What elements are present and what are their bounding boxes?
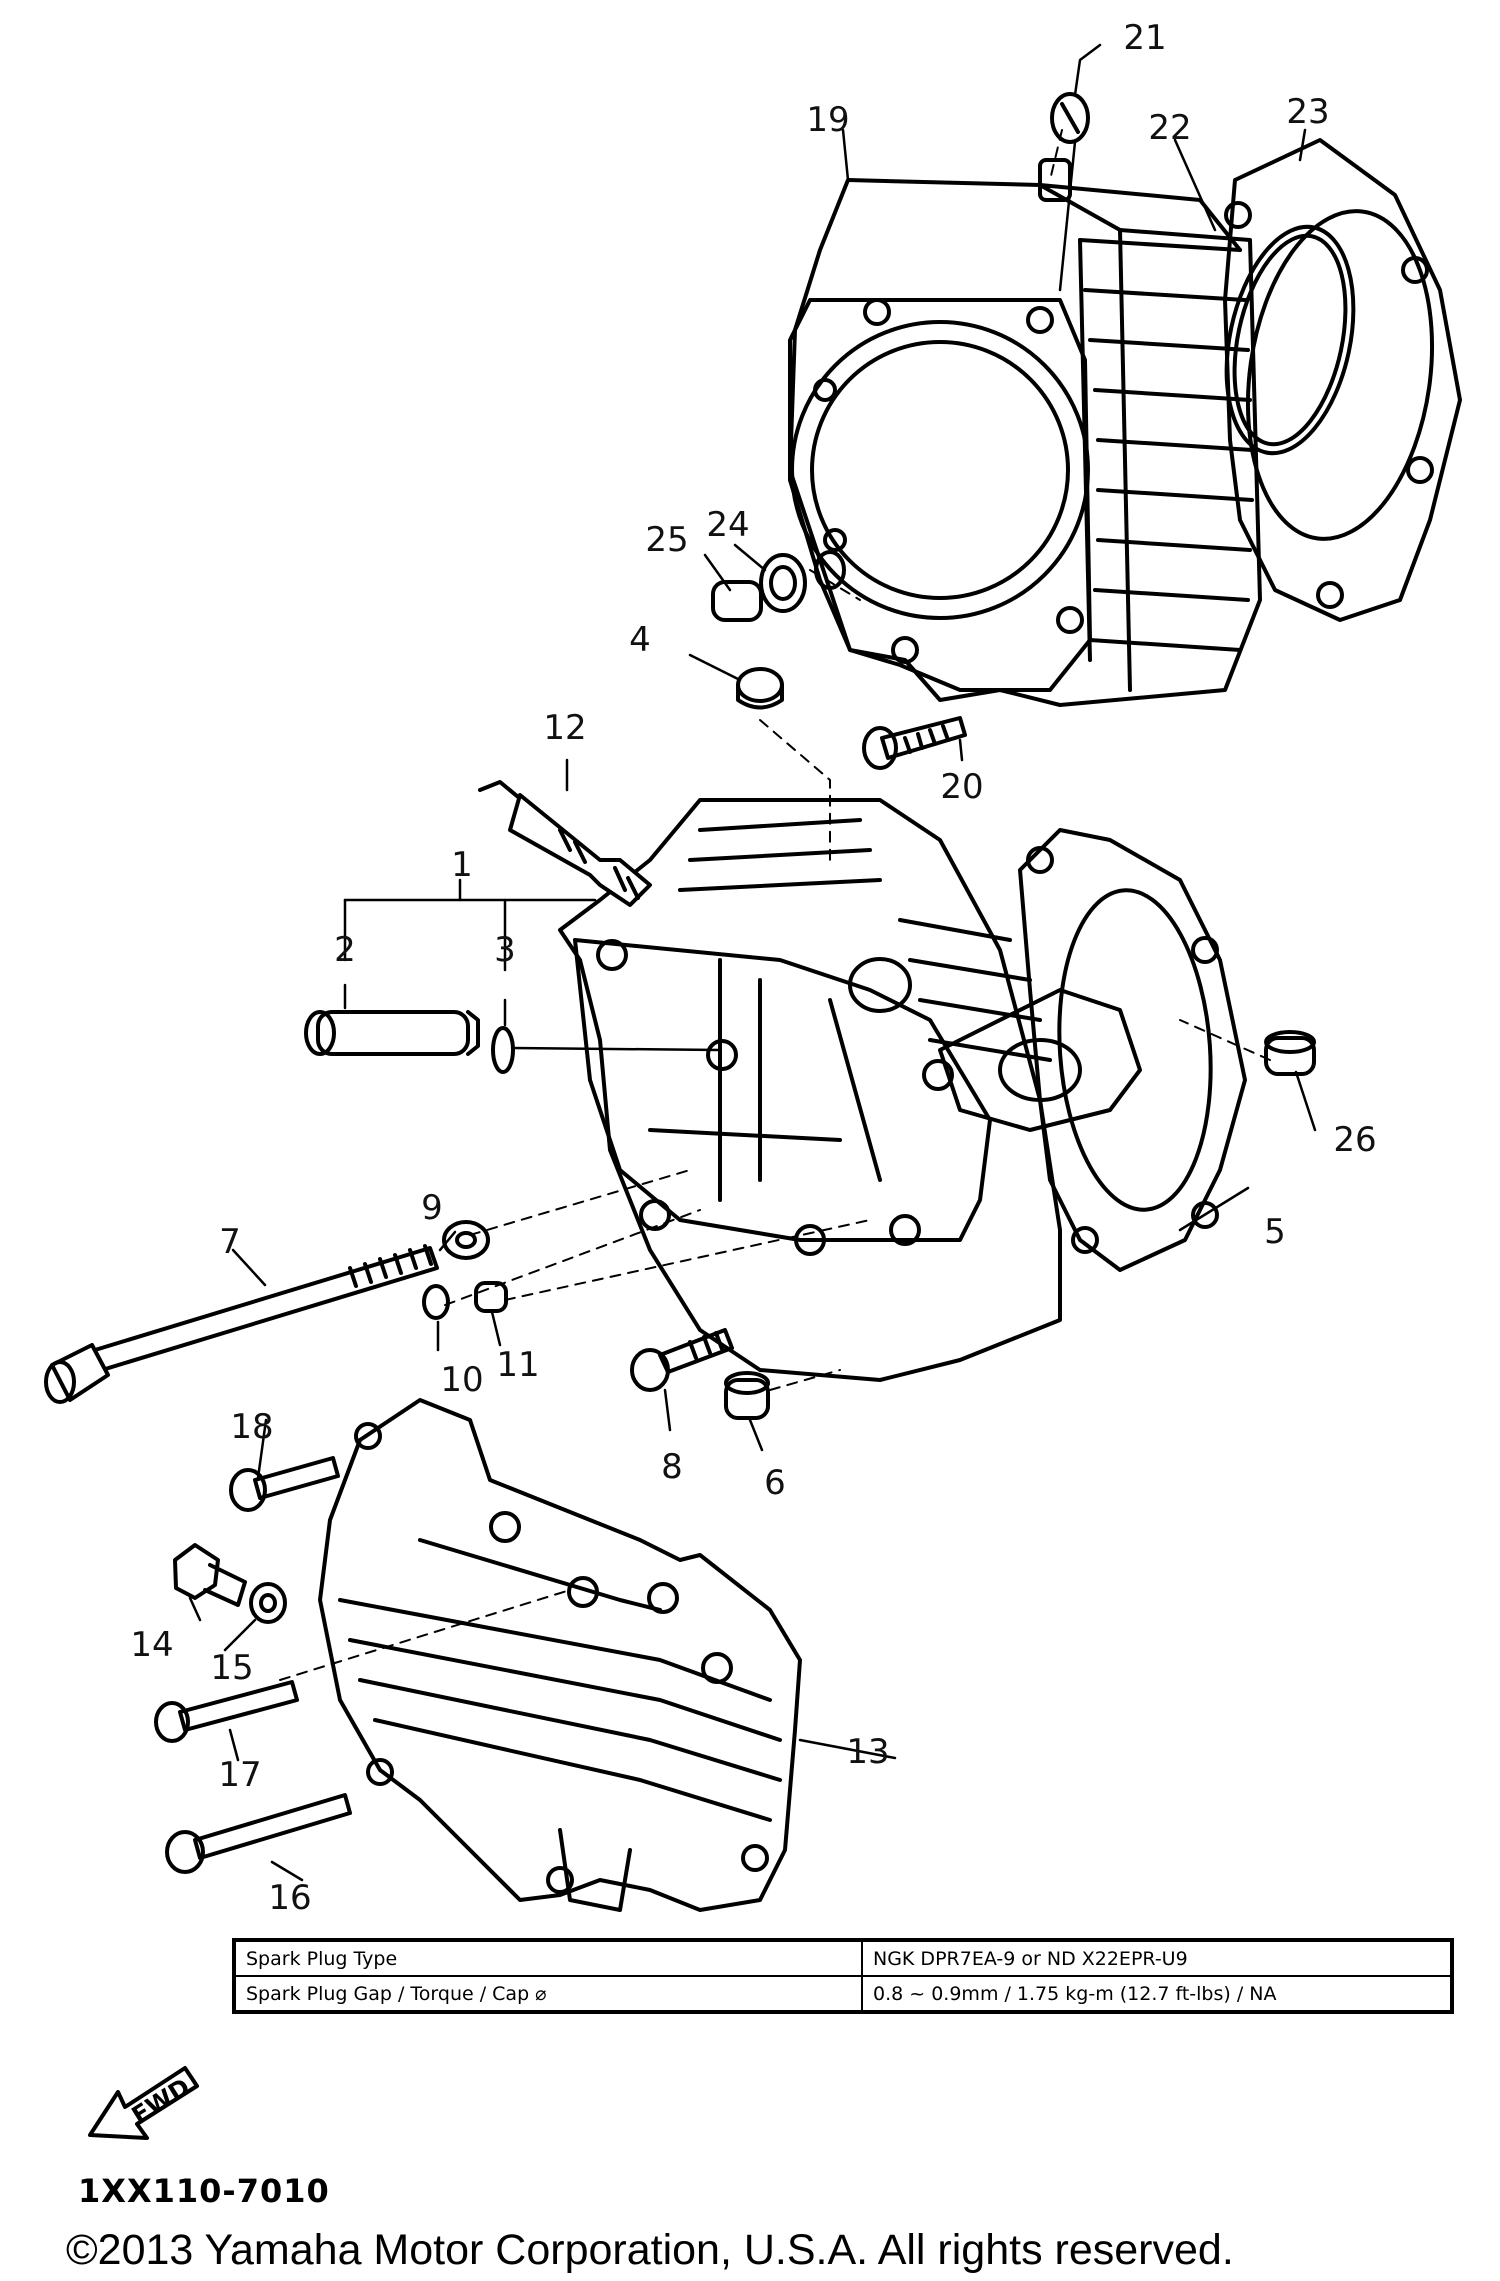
- dowel-pin-lower-part: [724, 1371, 770, 1420]
- dashed-alignment-lines: [279, 129, 1271, 1681]
- spark-plug-spec-table: Spark Plug Type NGK DPR7EA-9 or ND X22EP…: [232, 1938, 1454, 2014]
- cylinder-bolt-part: [862, 716, 967, 770]
- callout-17: 17: [218, 1755, 262, 1795]
- callout-23: 23: [1286, 92, 1330, 132]
- spark-plug-part: [478, 780, 652, 907]
- collar-part: [474, 1281, 508, 1313]
- callout-11: 11: [496, 1345, 540, 1385]
- callout-6: 6: [764, 1463, 786, 1503]
- head-gasket-part: [1018, 828, 1247, 1272]
- forward-arrow-icon: FWD: [88, 2066, 199, 2140]
- spec-label: Spark Plug Type: [233, 1939, 863, 1977]
- cover-bolt-long-part: [165, 1793, 352, 1874]
- callout-2: 2: [334, 930, 356, 970]
- dowel-pin-part: [736, 667, 784, 710]
- cylinder-head-part: [558, 798, 1142, 1382]
- callout-16: 16: [268, 1878, 312, 1918]
- callout-12: 12: [543, 708, 587, 748]
- long-stud-bolt-part: [44, 1244, 439, 1404]
- head-dowel-part: [1264, 1030, 1316, 1076]
- o-ring-small-part: [491, 1026, 515, 1074]
- callout-10: 10: [440, 1360, 484, 1400]
- spec-value: NGK DPR7EA-9 or ND X22EPR-U9: [861, 1939, 1453, 1977]
- spec-label: Spark Plug Gap / Torque / Cap ⌀: [233, 1975, 863, 2013]
- callout-14: 14: [130, 1625, 174, 1665]
- cylinder-part: [788, 158, 1262, 707]
- callout-22: 22: [1148, 108, 1192, 148]
- cap-part: [1050, 92, 1090, 144]
- callout-3: 3: [494, 930, 516, 970]
- leader-lines: [188, 43, 1317, 1882]
- head-cover-part: [318, 1398, 802, 1912]
- callout-25: 25: [645, 520, 689, 560]
- washer-part: [442, 1220, 490, 1260]
- diagram-id: 1XX110-7010: [78, 2172, 330, 2210]
- callout-21: 21: [1123, 18, 1167, 58]
- head-bolt-part: [630, 1328, 734, 1392]
- callout-26: 26: [1333, 1120, 1377, 1160]
- copyright-notice: ©2013 Yamaha Motor Corporation, U.S.A. A…: [66, 2226, 1234, 2274]
- cover-bolt-mid-part: [154, 1680, 299, 1743]
- table-row: Spark Plug Gap / Torque / Cap ⌀ 0.8 ~ 0.…: [233, 1975, 1453, 2013]
- callout-5: 5: [1264, 1212, 1286, 1252]
- callout-7: 7: [219, 1222, 241, 1262]
- seal-part: [711, 550, 846, 622]
- callout-19: 19: [806, 100, 850, 140]
- callout-20: 20: [940, 767, 984, 807]
- callout-1: 1: [451, 845, 473, 885]
- callout-9: 9: [421, 1188, 443, 1228]
- callout-15: 15: [210, 1648, 254, 1688]
- callout-8: 8: [661, 1447, 683, 1487]
- table-row: Spark Plug Type NGK DPR7EA-9 or ND X22EP…: [233, 1939, 1453, 1977]
- drain-plug-part: [173, 1543, 247, 1607]
- spec-value: 0.8 ~ 0.9mm / 1.75 kg-m (12.7 ft-lbs) / …: [861, 1975, 1453, 2013]
- cover-bolt-short-part: [229, 1456, 340, 1512]
- tappet-cover-part: [304, 1010, 480, 1056]
- cylinder-gasket-part: [1223, 138, 1462, 622]
- plug-washer-part: [249, 1582, 287, 1624]
- callout-4: 4: [629, 620, 651, 660]
- callout-13: 13: [846, 1732, 890, 1772]
- small-o-ring-part: [422, 1284, 450, 1320]
- callout-24: 24: [706, 505, 750, 545]
- callout-18: 18: [230, 1407, 274, 1447]
